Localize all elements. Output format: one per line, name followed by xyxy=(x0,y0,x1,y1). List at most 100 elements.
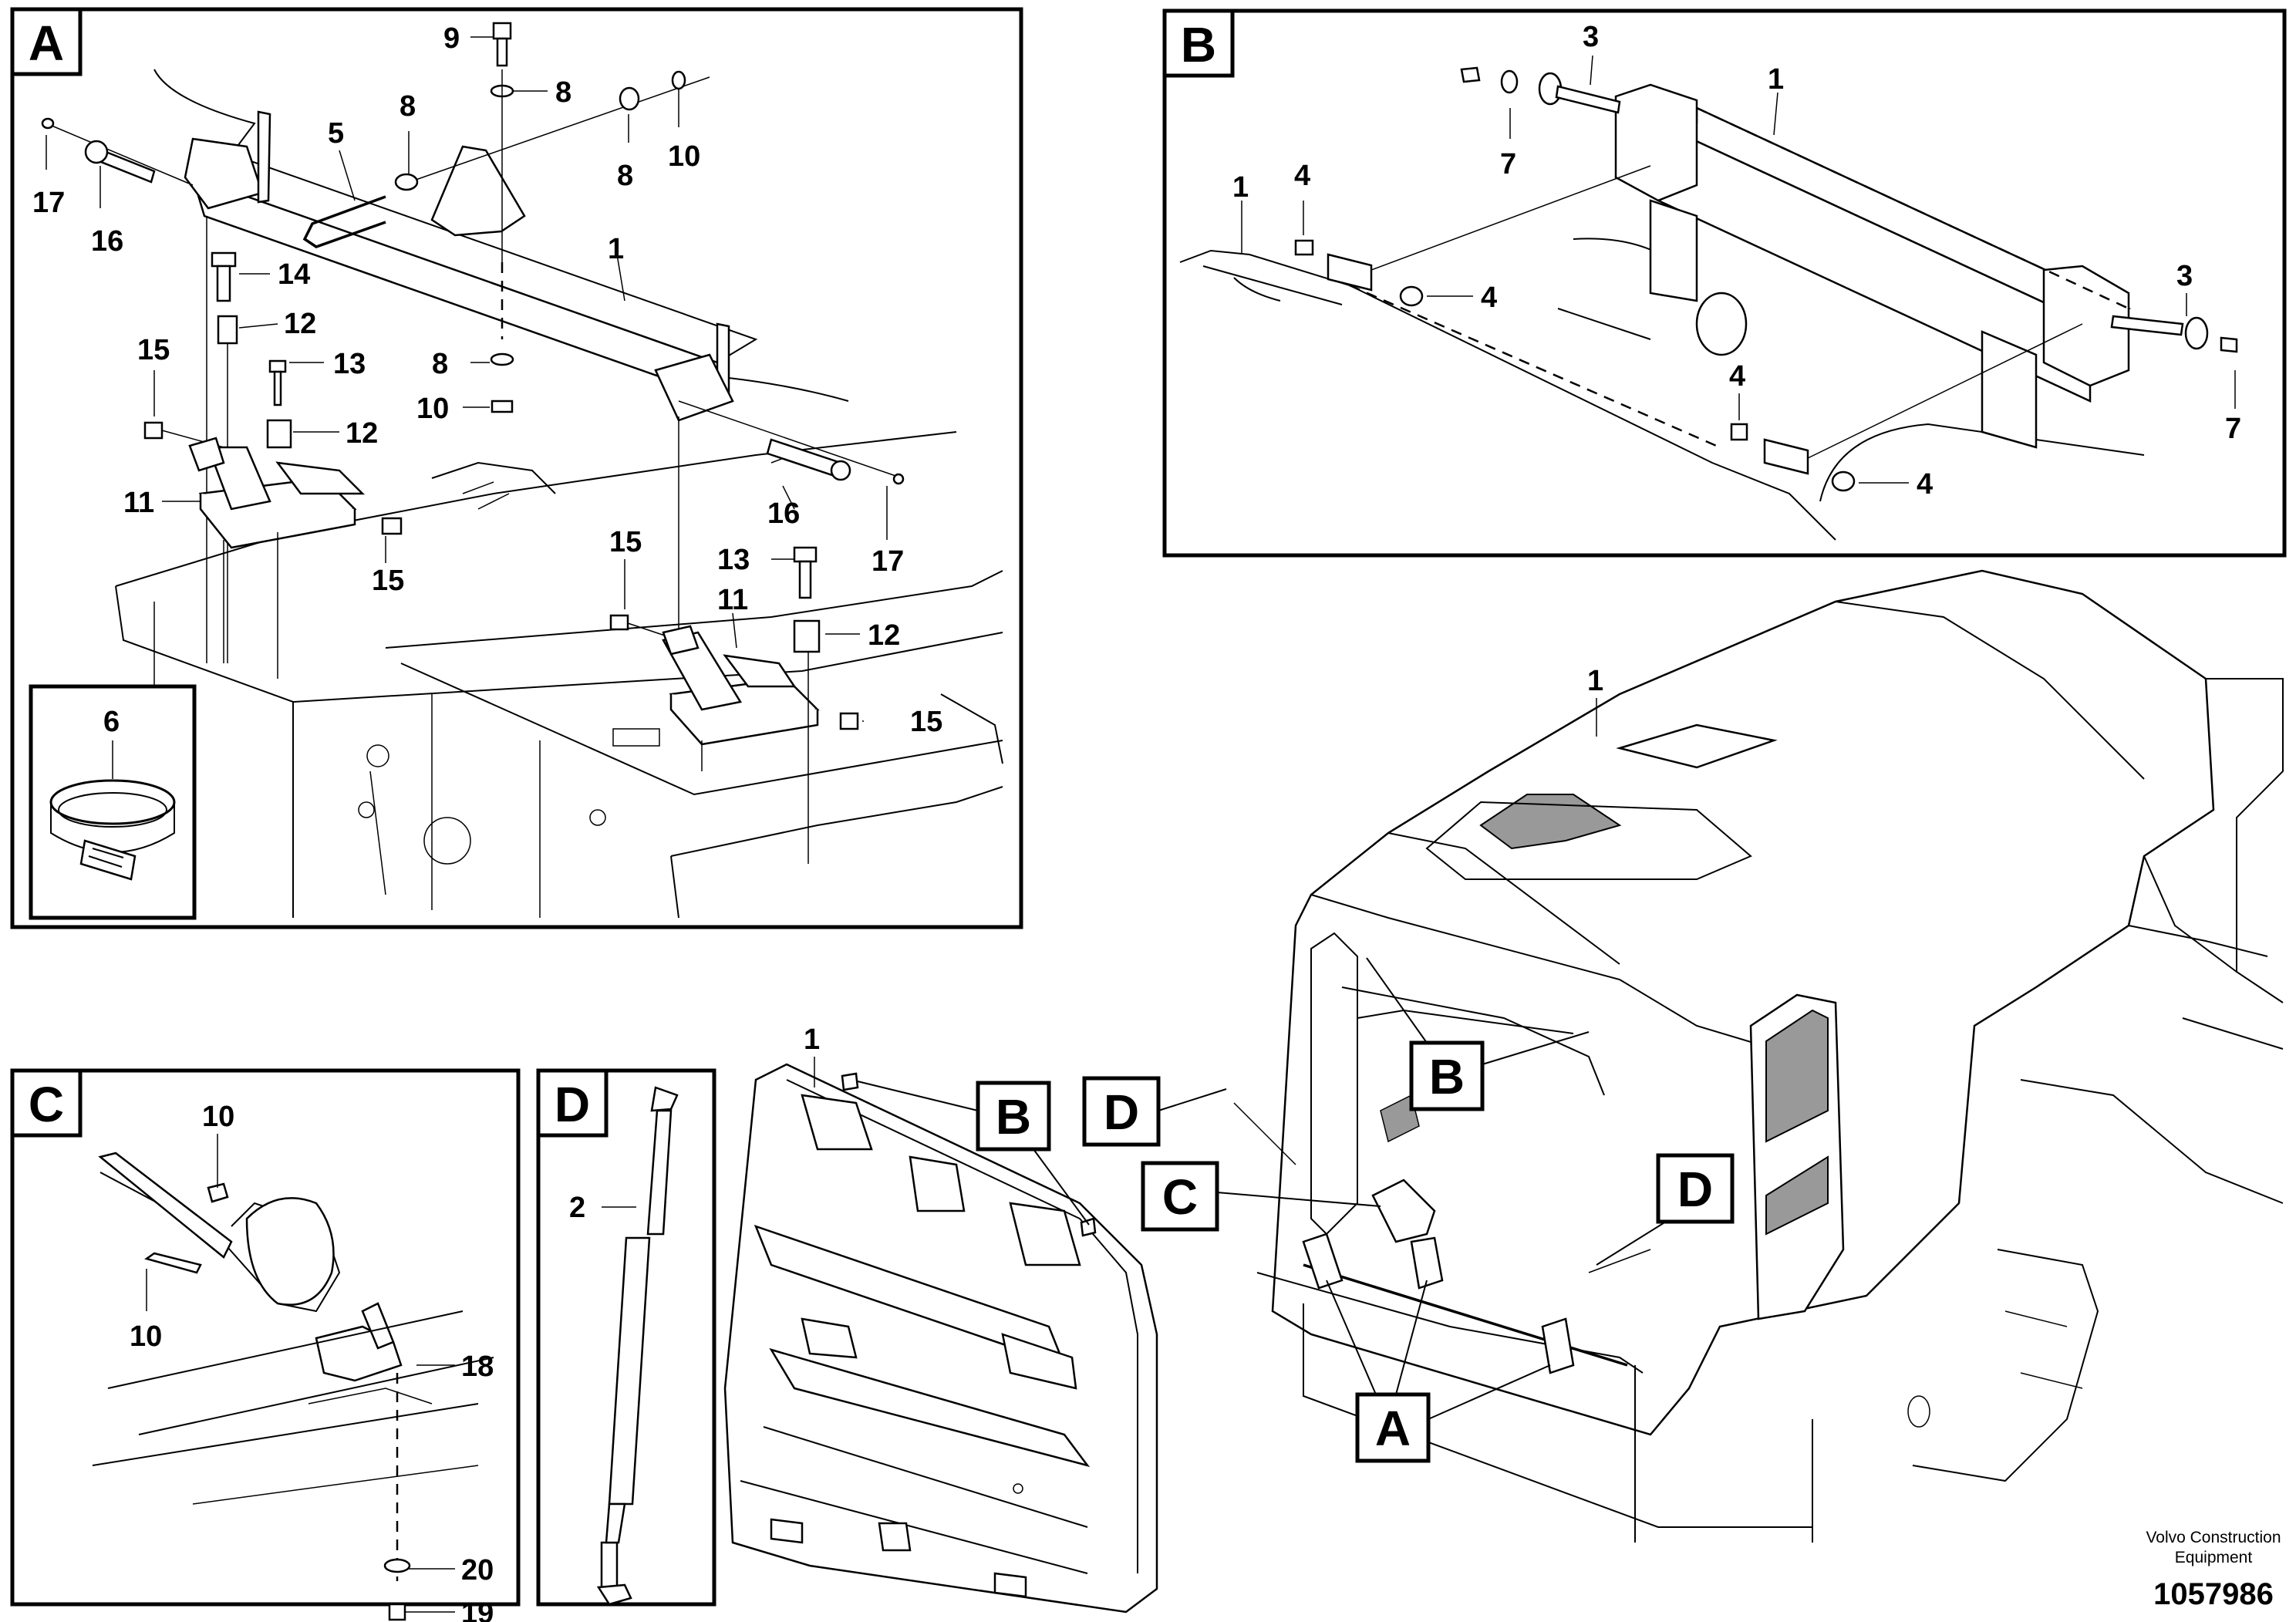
panel-a-callout: 17 xyxy=(872,545,904,578)
overview-badge-d-left xyxy=(1082,1076,1161,1147)
panel-b-leaders xyxy=(1241,55,2236,484)
panel-b-callout: 1 xyxy=(1768,63,1784,96)
panel-b-callout: 7 xyxy=(1500,148,1516,180)
panel-c-frame xyxy=(10,1068,521,1607)
panel-a-badge xyxy=(10,7,83,76)
panel-a-frame-structure xyxy=(115,431,1003,919)
panel-b-callout: 4 xyxy=(1481,282,1497,314)
panel-a-callout: 6 xyxy=(103,706,120,738)
panel-a-washer-chain xyxy=(394,70,710,191)
panel-a-right-pin xyxy=(678,400,905,485)
panel-b-callout: 7 xyxy=(2225,413,2241,445)
panel-c-label: C xyxy=(29,1077,64,1132)
panel-c-callout: 20 xyxy=(461,1554,494,1587)
overview-badge-a-label: A xyxy=(1375,1401,1411,1456)
panel-b-callout: 4 xyxy=(1294,160,1310,192)
front-cover-panel xyxy=(723,1063,1158,1614)
panel-a-callout: 15 xyxy=(910,706,942,738)
panel-b-frame xyxy=(1162,8,2287,558)
panel-a-left-pin xyxy=(41,117,194,186)
panel-b-callout: 4 xyxy=(1729,360,1745,393)
door-mesh-lower xyxy=(1765,1155,1829,1236)
panel-a-right-mount xyxy=(609,416,859,864)
cab-shell xyxy=(1271,569,2215,1436)
panel-a-callout: 8 xyxy=(432,348,448,380)
panel-c-callout: 18 xyxy=(461,1351,494,1383)
panel-c-badge xyxy=(10,1068,83,1138)
panel-a-callout: 8 xyxy=(617,160,633,192)
panel-a-callout: 10 xyxy=(416,393,449,425)
panel-a-callout: 12 xyxy=(868,619,900,652)
overview-badge-b-left-label: B xyxy=(996,1089,1031,1145)
panel-a-u-bolt xyxy=(302,195,386,248)
roof-hatch xyxy=(1616,723,1778,769)
panel-b: B xyxy=(1162,8,2287,558)
overview-machine xyxy=(1233,569,2284,1543)
panel-a-callout: 17 xyxy=(32,187,65,219)
panel-a-crossbar xyxy=(153,69,849,422)
panel-d: D 2 xyxy=(536,1068,716,1607)
panel-b-fasteners xyxy=(1294,66,2238,492)
panel-a-clamp-inset xyxy=(29,684,197,920)
panel-a-callout: 16 xyxy=(767,497,800,530)
panel-c-callout: 10 xyxy=(202,1101,234,1133)
panel-a-callout: 12 xyxy=(284,308,316,340)
panel-a-callout: 11 xyxy=(717,584,748,616)
panel-a-callout: 10 xyxy=(668,140,700,173)
panel-a-callout: 5 xyxy=(328,117,344,150)
roof-mesh xyxy=(1479,794,1622,850)
panel-a-callout: 16 xyxy=(91,225,123,258)
panel-a-callout: 15 xyxy=(137,334,170,366)
panel-b-hidden-edge xyxy=(1349,284,1721,449)
front-panel-part-number: 1 xyxy=(804,1023,820,1056)
panel-a-callout: 9 xyxy=(443,22,460,55)
footer: Volvo Construction Equipment 1057986 xyxy=(2146,1529,2281,1611)
panel-a-label: A xyxy=(29,15,64,71)
overview-badge-d-left-label: D xyxy=(1104,1084,1139,1140)
brand-line-2: Equipment xyxy=(2175,1549,2253,1566)
panel-b-callout: 4 xyxy=(1917,468,1933,501)
panel-a-callout: 13 xyxy=(717,544,750,576)
brand-line-1: Volvo Construction xyxy=(2146,1529,2281,1546)
overview-badge-b-right-label: B xyxy=(1429,1049,1465,1104)
overview-badge-c xyxy=(1141,1161,1219,1232)
panel-c-leaders xyxy=(146,1134,455,1613)
panel-a-callout: 15 xyxy=(609,526,642,558)
panel-c-callouts: 10 10 18 20 19 xyxy=(130,1101,494,1622)
panel-a-callout: 15 xyxy=(372,565,404,597)
panel-a-callout: 14 xyxy=(278,258,310,291)
panel-a-callout: 8 xyxy=(555,76,571,109)
cab-part-number: 1 xyxy=(1587,665,1603,697)
overview-badge-d-right-label: D xyxy=(1677,1162,1713,1217)
panel-a: A xyxy=(10,7,1023,929)
panel-a-left-mount xyxy=(143,216,403,679)
gas-strut xyxy=(596,1086,679,1606)
panel-a-vertical-fastener xyxy=(490,22,514,413)
door-mesh-upper xyxy=(1765,1009,1829,1143)
panel-c-callout: 19 xyxy=(461,1597,494,1622)
panel-d-frame xyxy=(536,1068,716,1607)
panel-a-callout: 1 xyxy=(608,233,624,265)
panel-b-callouts: 3 1 7 1 4 4 3 4 7 4 xyxy=(1232,21,2241,501)
panel-d-label: D xyxy=(555,1077,590,1132)
overview-badge-c-label: C xyxy=(1162,1169,1198,1225)
overview-badge-b-right xyxy=(1409,1040,1485,1111)
panel-d-badge xyxy=(536,1068,609,1138)
panel-a-callout: 12 xyxy=(346,417,378,450)
panel-a-leaders xyxy=(46,36,888,779)
overview-callouts: 1 1 B B D C D A xyxy=(804,665,1735,1463)
overview-badge-a xyxy=(1355,1392,1431,1463)
panel-b-badge xyxy=(1162,8,1235,78)
panel-a-callout: 8 xyxy=(400,90,416,123)
overview-badge-b-left xyxy=(976,1081,1051,1152)
panel-d-callout: 2 xyxy=(569,1192,585,1224)
panel-a-callout: 13 xyxy=(333,348,366,380)
panel-c-callout: 10 xyxy=(130,1320,162,1353)
panel-b-hidden-edge xyxy=(1696,106,2129,310)
overview-badge-d-right xyxy=(1656,1153,1735,1224)
panel-a-callout: 11 xyxy=(123,487,154,519)
panel-b-callout: 3 xyxy=(1583,21,1599,53)
panel-a-callouts: 9 8 8 10 5 8 17 16 14 12 1 15 13 12 8 10… xyxy=(32,22,942,738)
panel-b-callout: 1 xyxy=(1232,171,1249,204)
